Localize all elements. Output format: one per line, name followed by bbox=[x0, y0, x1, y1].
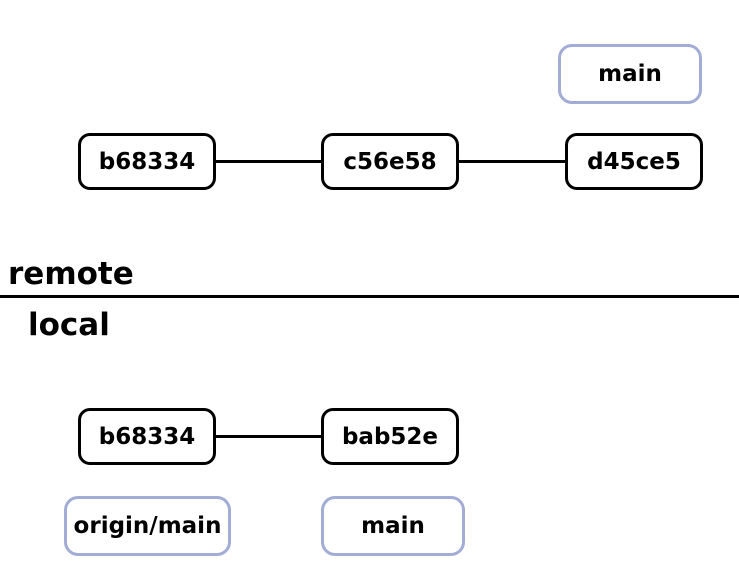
remote-commit-c56e58: c56e58 bbox=[321, 133, 459, 190]
remote-zone-label: remote bbox=[8, 256, 134, 292]
local-commit-bab52e: bab52e bbox=[321, 408, 459, 465]
local-branch-main-label: main bbox=[321, 496, 465, 556]
remote-commit-d45ce5: d45ce5 bbox=[565, 133, 703, 190]
local-branch-origin-main-label: origin/main bbox=[64, 496, 231, 556]
remote-edge-b68334-c56e58 bbox=[214, 160, 323, 163]
remote-branch-main-label: main bbox=[558, 44, 702, 104]
remote-local-divider bbox=[0, 295, 739, 298]
remote-edge-c56e58-d45ce5 bbox=[457, 160, 567, 163]
local-commit-b68334: b68334 bbox=[78, 408, 216, 465]
local-edge-b68334-bab52e bbox=[214, 435, 323, 438]
local-zone-label: local bbox=[28, 307, 110, 343]
remote-commit-b68334: b68334 bbox=[78, 133, 216, 190]
